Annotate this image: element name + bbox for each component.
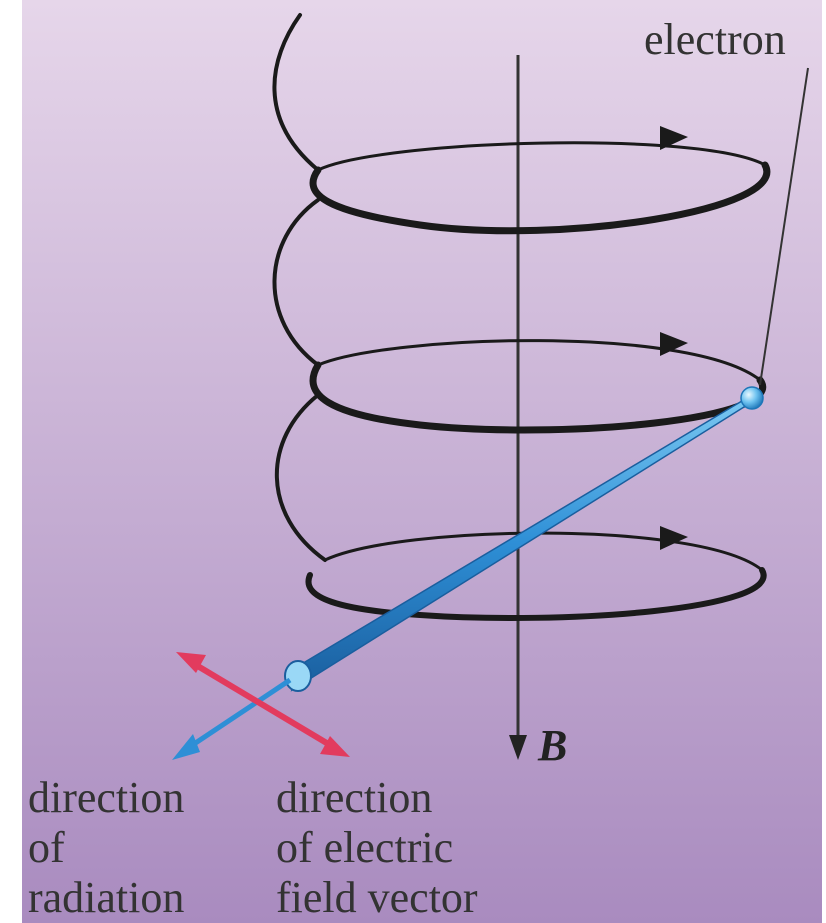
helix-arrow-2	[660, 332, 688, 356]
helix-top-entry	[272, 13, 320, 172]
helix-arrow-3	[660, 526, 688, 550]
helix-direction-arrows	[660, 126, 688, 550]
field-label: B	[537, 721, 567, 770]
radiation-label-line2: of	[28, 823, 65, 872]
efield-arrowhead-upper	[176, 652, 206, 673]
efield-arrowhead-lower	[320, 736, 350, 757]
helix-arrow-1	[660, 126, 688, 150]
electron-leader-line	[759, 67, 809, 386]
beam-end-cap	[284, 660, 312, 692]
radiation-label-line3: radiation	[28, 873, 184, 922]
helix-loop1-front	[309, 161, 771, 235]
field-arrowhead	[509, 735, 527, 760]
radiation-beam	[284, 393, 753, 692]
helix-loop2-back	[316, 339, 762, 382]
radiation-label-line1: direction	[28, 773, 184, 822]
magnetic-field-line	[509, 55, 527, 760]
helix-loop1-back	[316, 141, 767, 172]
radiation-label: direction of radiation	[28, 773, 184, 922]
efield-label-line1: direction	[276, 773, 432, 822]
electron-label: electron	[644, 15, 786, 64]
radiation-arrowhead	[172, 734, 200, 760]
background-panel	[22, 0, 822, 923]
helix-loop3-front	[305, 567, 767, 621]
radiation-direction-arrow	[172, 677, 292, 760]
efield-label-line3: field vector	[276, 873, 478, 922]
helix-loop3-back	[323, 531, 764, 572]
efield-label-line2: of electric	[276, 823, 453, 872]
electron-particle	[740, 386, 764, 410]
electric-field-arrow	[176, 652, 350, 757]
helix-descend2	[274, 393, 327, 562]
helix-descend1	[272, 198, 320, 367]
efield-label: direction of electric field vector	[276, 773, 478, 922]
